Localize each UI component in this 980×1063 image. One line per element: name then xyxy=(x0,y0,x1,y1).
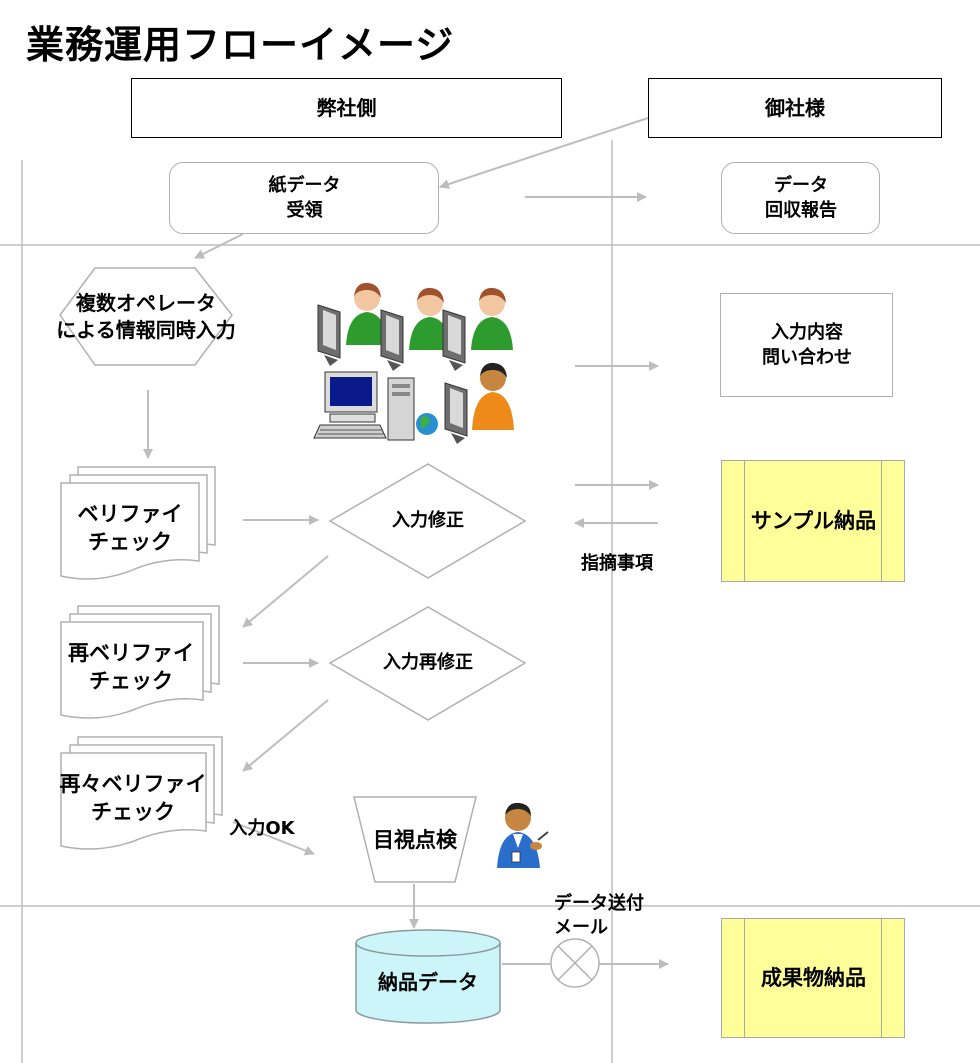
re-verify-document-stack xyxy=(60,605,220,719)
input-refix-diamond xyxy=(328,606,527,721)
delivery-data-cylinder xyxy=(355,929,501,1024)
multi-operator-hexagon xyxy=(59,267,233,366)
re-re-verify-document-stack xyxy=(60,736,223,850)
lane-lines xyxy=(0,140,980,1063)
mail-junction-icon xyxy=(550,938,600,988)
input-fix-label: 入力修正 xyxy=(392,509,464,531)
paper-receipt-box xyxy=(169,162,439,234)
re-verify-label: 再ベリファイ チェック xyxy=(68,640,194,693)
lane-header-our-side xyxy=(131,78,562,138)
multi-operator-label: 複数オペレータ による情報同時入力 xyxy=(56,291,236,342)
deliverable-box xyxy=(721,918,905,1038)
input-fix-diamond xyxy=(328,463,527,579)
pointed-items-label: 指摘事項 xyxy=(581,552,653,574)
verify-document-stack xyxy=(60,466,216,580)
paper-receipt-label: 紙データ 受領 xyxy=(268,175,341,221)
operators-icon xyxy=(313,282,514,444)
verify-label: ベリファイ チェック xyxy=(77,501,183,554)
inquiry-box xyxy=(720,293,893,397)
lane-header-our-side-label: 弊社側 xyxy=(316,95,377,120)
input-ok-label: 入力OK xyxy=(229,817,295,839)
page-title: 業務運用フローイメージ xyxy=(26,23,455,67)
inspector-icon xyxy=(497,802,549,868)
collection-report-box xyxy=(721,162,880,234)
data-mail-label: データ送付 メール xyxy=(554,892,644,938)
collection-report-label: データ 回収報告 xyxy=(765,175,837,221)
lane-header-client-side xyxy=(648,78,942,138)
lane-header-client-side-label: 御社様 xyxy=(765,95,825,120)
delivery-data-label: 納品データ xyxy=(378,969,478,994)
re-re-verify-label: 再々ベリファイ チェック xyxy=(59,771,207,824)
input-refix-label: 入力再修正 xyxy=(383,651,473,673)
inquiry-label: 入力内容 問い合わせ xyxy=(762,322,852,368)
visual-check-trapezoid xyxy=(353,796,477,883)
deliverable-label: 成果物納品 xyxy=(761,966,866,991)
sample-delivery-box xyxy=(721,460,905,582)
sample-delivery-label: サンプル納品 xyxy=(750,509,877,534)
visual-check-label: 目視点検 xyxy=(373,827,457,852)
